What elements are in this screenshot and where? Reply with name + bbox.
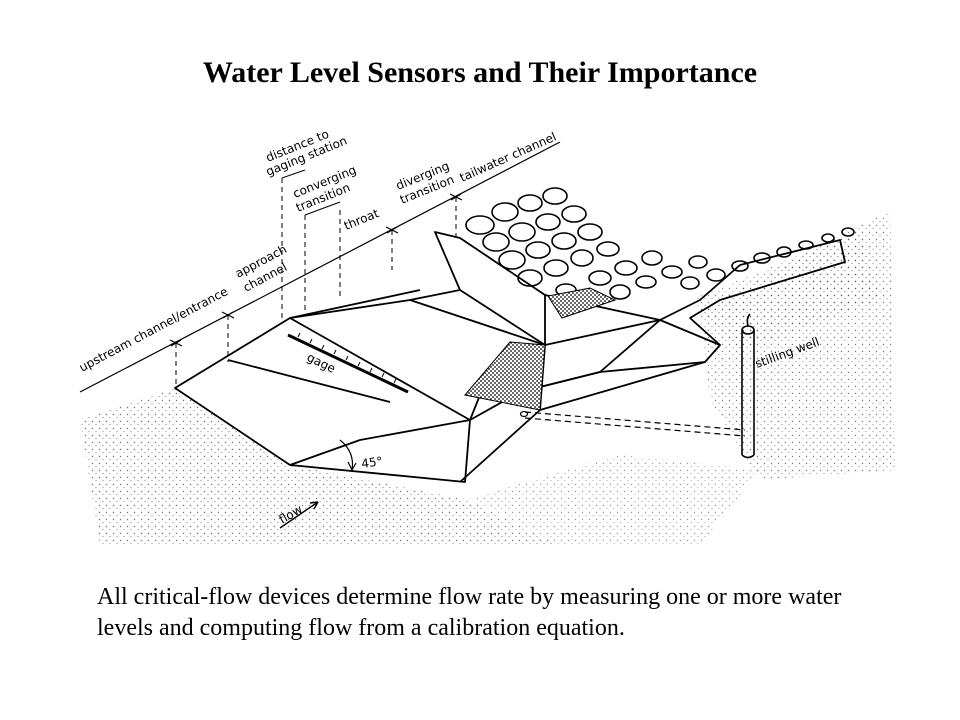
tail-wall-shade xyxy=(547,287,617,319)
leader-lines xyxy=(175,169,457,390)
intake-pipe xyxy=(524,411,746,437)
label-throat: throat xyxy=(342,206,381,233)
gage-scale xyxy=(287,332,409,394)
flow-arrow xyxy=(279,501,319,529)
throat-wall-shade xyxy=(464,341,546,411)
label-upstream: upstream channel/entrance xyxy=(77,284,230,374)
terrain xyxy=(80,210,895,545)
flume-diagram: upstream channel/entrance approach chann… xyxy=(77,127,895,545)
stilling-well xyxy=(741,313,755,459)
intake-opening xyxy=(519,410,529,418)
slide-caption: All critical-flow devices determine flow… xyxy=(97,584,842,641)
label-angle: 45° xyxy=(360,454,383,471)
label-tailwater: tailwater channel xyxy=(458,130,559,185)
angle-marker xyxy=(339,439,357,471)
label-gage: gage xyxy=(305,350,338,376)
slide-title: Water Level Sensors and Their Importance xyxy=(202,56,758,89)
riprap-rocks xyxy=(465,187,855,307)
